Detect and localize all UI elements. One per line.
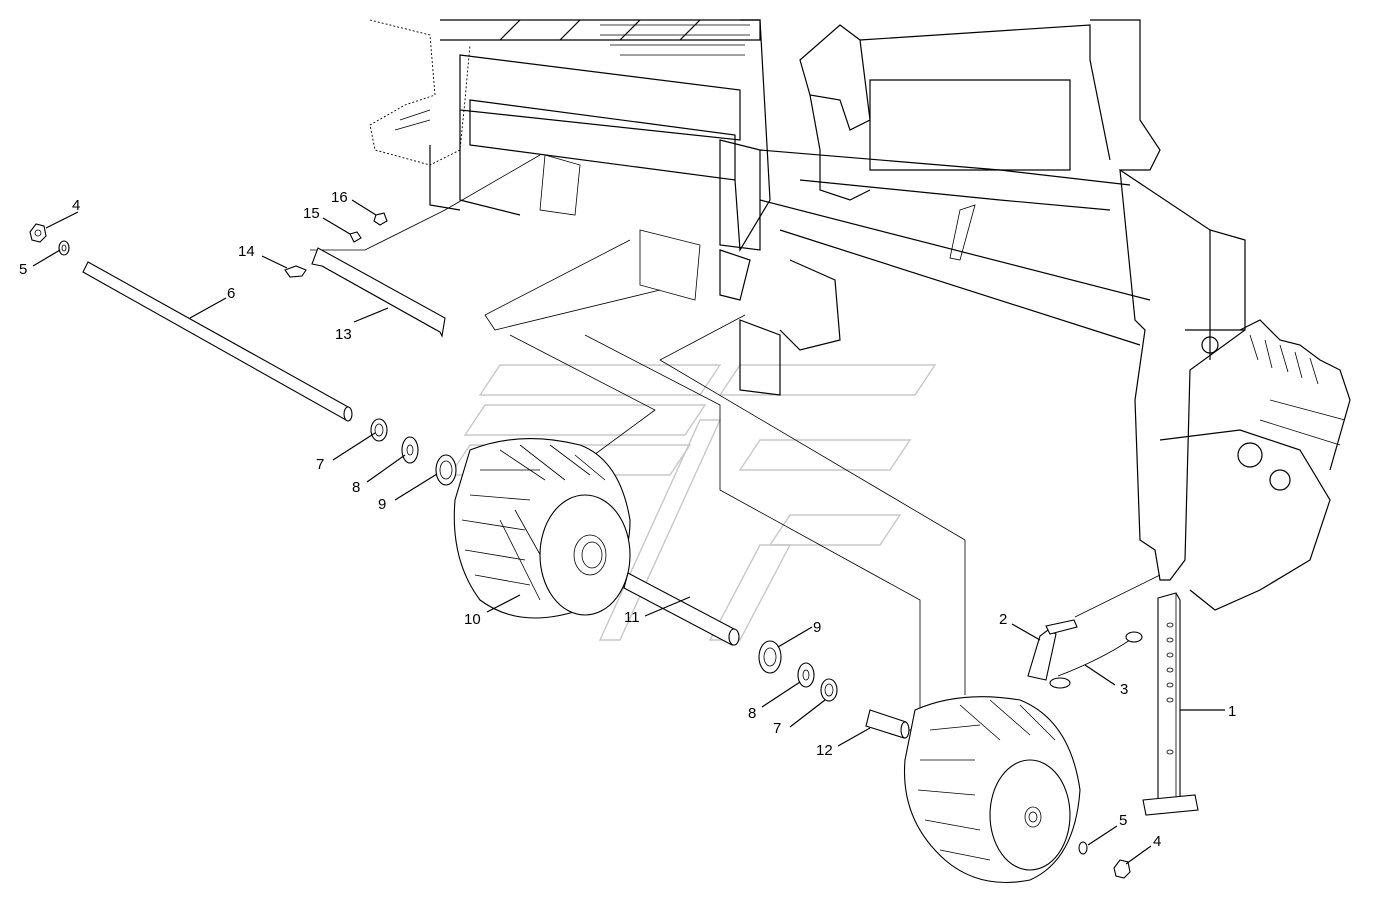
callout-9-left: 9 — [378, 496, 386, 513]
callout-labels: 1 2 3 4 4 5 5 6 7 7 8 8 9 9 10 11 12 13 … — [19, 189, 1236, 850]
callout-15: 15 — [303, 205, 320, 222]
callout-2: 2 — [999, 611, 1007, 628]
jack-stand — [1142, 592, 1199, 816]
watermark-logo — [448, 364, 937, 641]
callout-leaders — [32, 199, 1225, 865]
callout-6: 6 — [227, 285, 235, 302]
callout-4-top: 4 — [72, 197, 80, 214]
callout-16: 16 — [331, 189, 348, 206]
callout-8-left: 8 — [352, 479, 360, 496]
spring-clip — [1049, 631, 1143, 689]
nut-washer-right — [1078, 841, 1131, 879]
callout-3: 3 — [1120, 681, 1128, 698]
wheel-secondary — [903, 696, 1081, 883]
relation-lines — [310, 154, 1161, 736]
nut-washer-left — [29, 223, 70, 256]
machine-frame — [369, 19, 1351, 611]
sleeve-short — [865, 709, 910, 739]
bushing-set-right — [758, 640, 838, 702]
callout-12: 12 — [816, 742, 833, 759]
callout-14: 14 — [238, 243, 255, 260]
callout-11: 11 — [624, 609, 640, 626]
callout-9-right: 9 — [813, 619, 821, 636]
callout-8-right: 8 — [748, 705, 756, 722]
callout-4-bottom: 4 — [1153, 833, 1161, 850]
sleeve-long — [623, 572, 740, 646]
callout-13: 13 — [335, 326, 352, 343]
bushing-set-left — [370, 418, 457, 486]
callout-5-top: 5 — [19, 261, 27, 278]
callout-1: 1 — [1228, 703, 1236, 720]
wheel-main — [453, 438, 631, 619]
callout-7-left: 7 — [316, 456, 324, 473]
callout-5-bottom: 5 — [1119, 812, 1127, 829]
callout-10: 10 — [464, 611, 481, 628]
axle-rod — [82, 261, 353, 422]
pin — [1027, 619, 1078, 681]
callout-7-right: 7 — [773, 720, 781, 737]
bracket-assembly — [284, 212, 446, 338]
